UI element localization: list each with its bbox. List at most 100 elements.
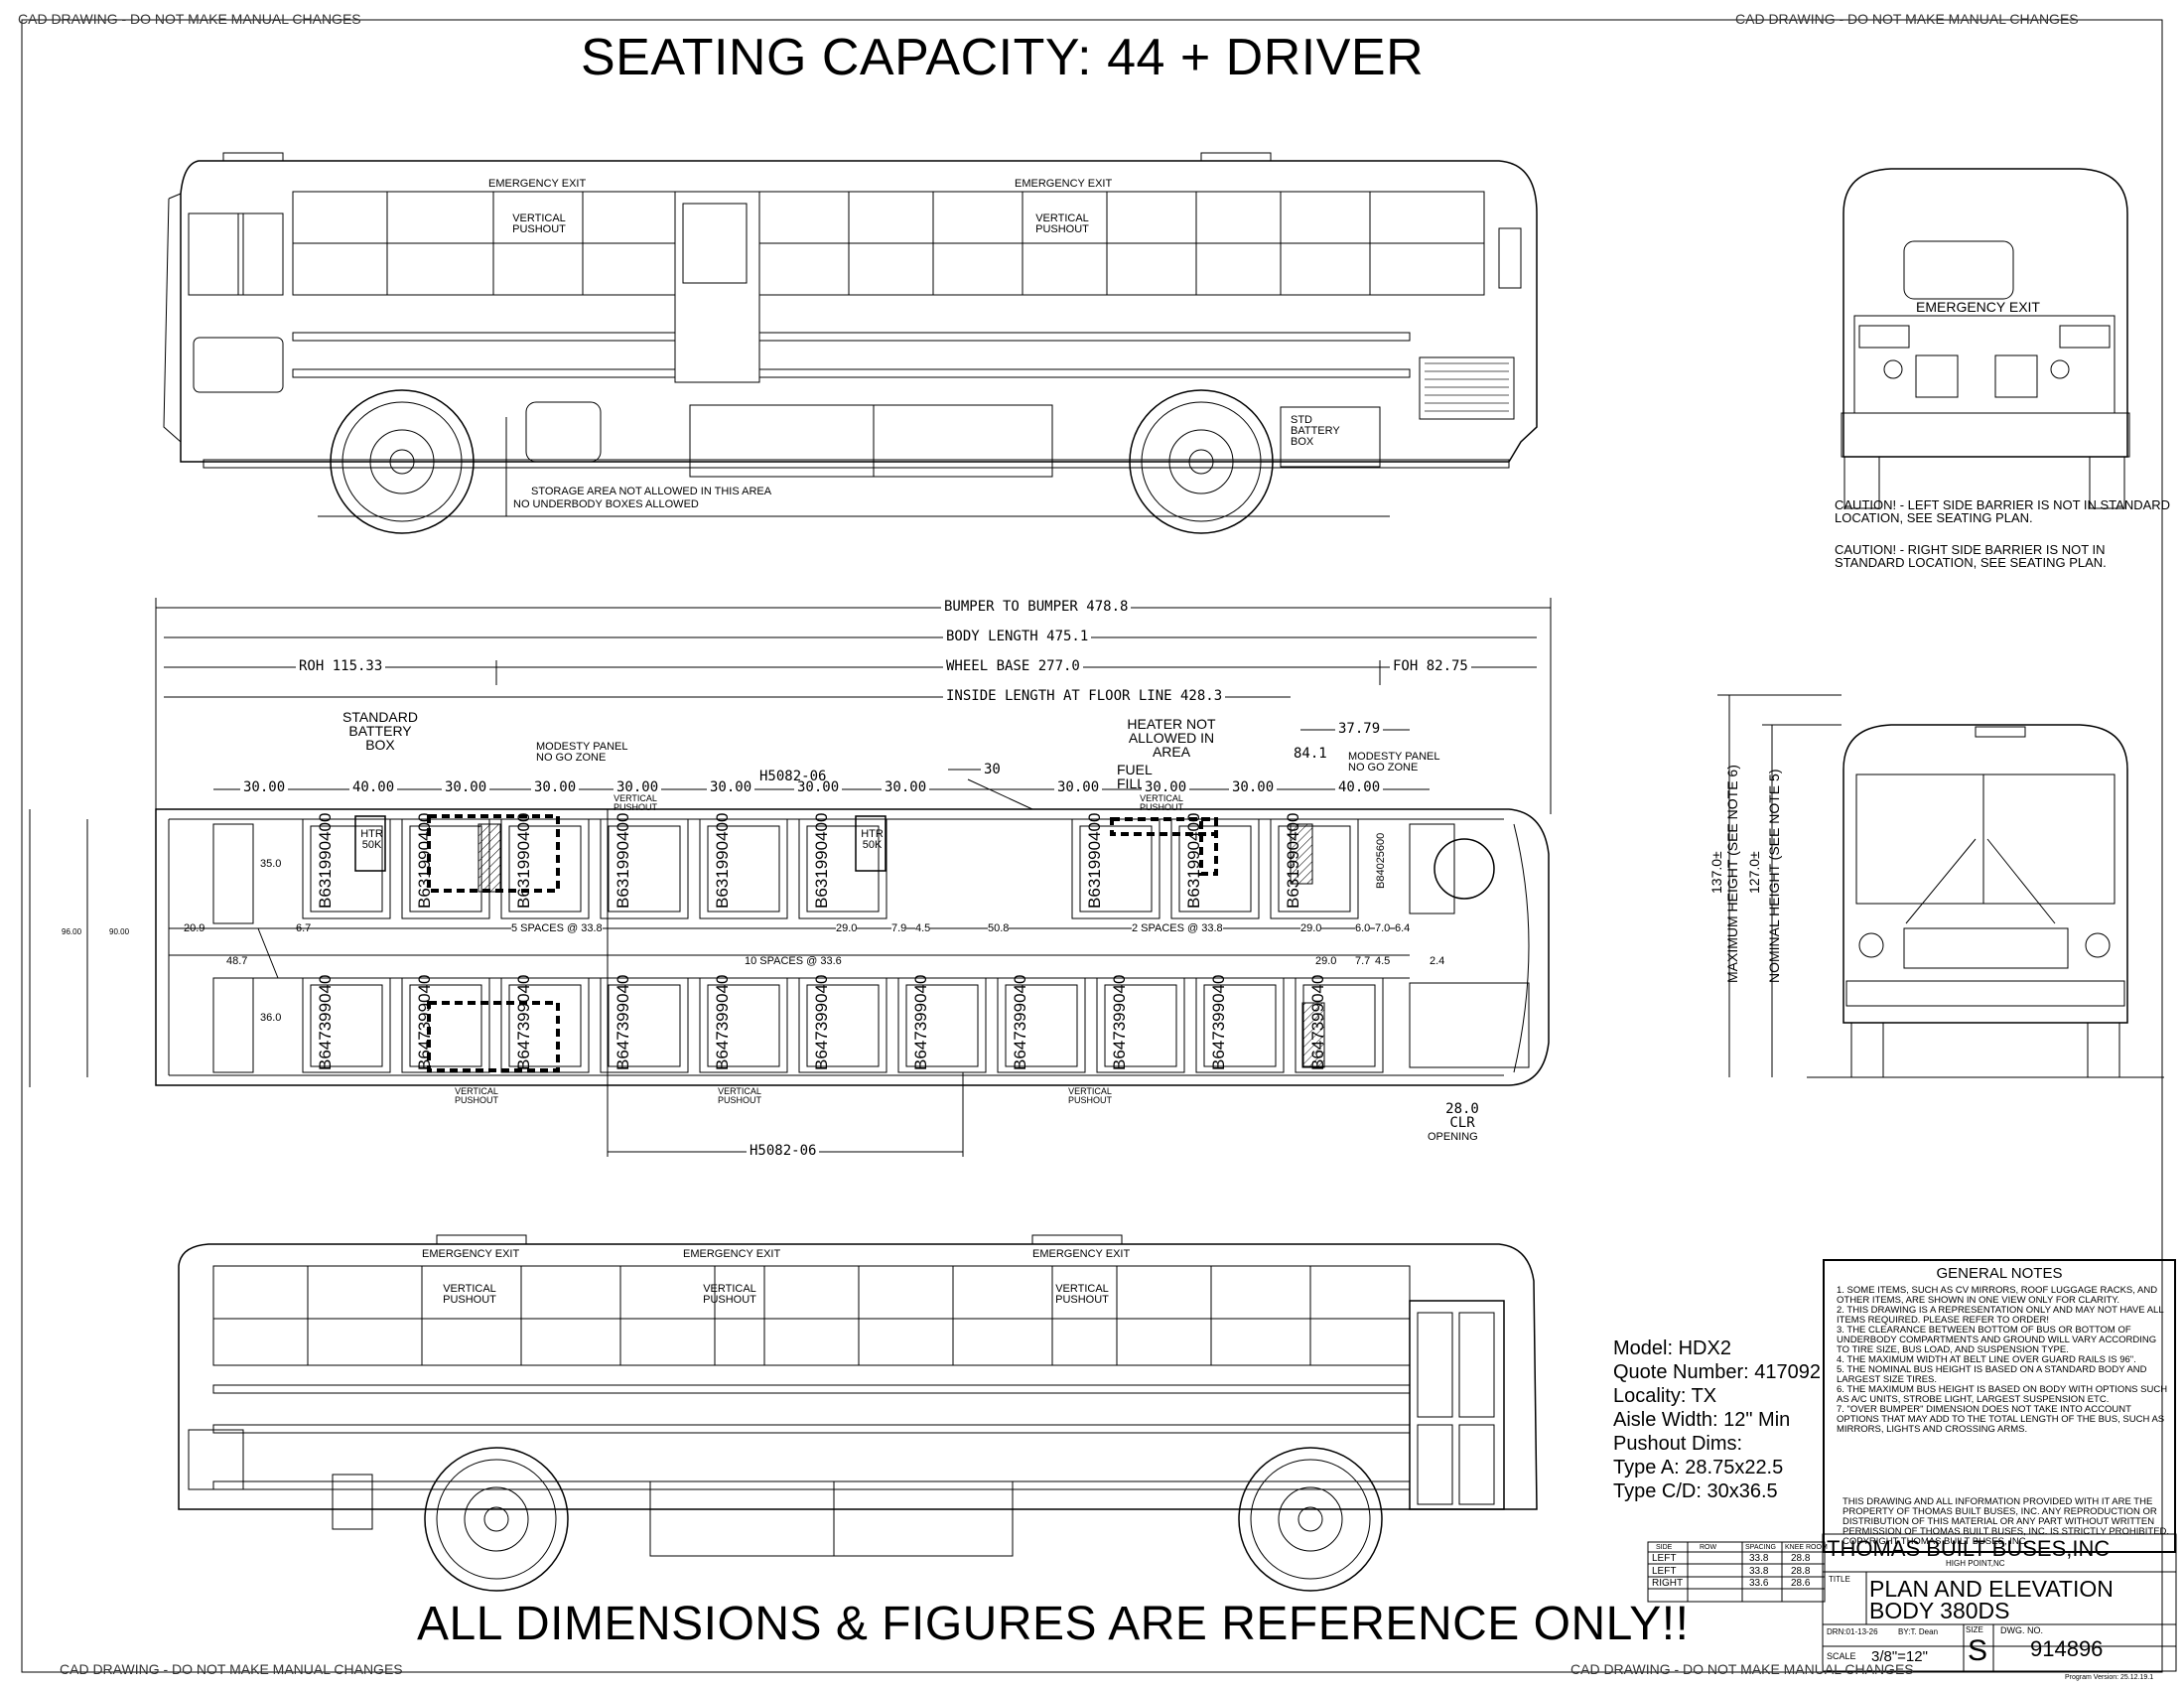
table-cell: 33.8 [1749,1553,1769,1564]
table-cell: 28.8 [1791,1553,1811,1564]
spec-model: Model: HDX2 [1613,1337,1731,1359]
door-opening-label: OPENING [1428,1131,1478,1143]
sheet-border [21,19,2163,1673]
spec-aisle: Aisle Width: 12" Min [1613,1409,1791,1431]
roh-dim: ROH 115.33 [296,659,386,673]
spacing-dim: 40.00 [1335,780,1384,794]
general-note: 2. THIS DRAWING IS A REPRESENTATION ONLY… [1837,1304,2164,1326]
table-header: KNEE ROOM [1785,1544,1828,1551]
left-dim: 20.9 [184,922,205,934]
spec-type-a: Type A: 28.75x22.5 [1613,1457,1784,1478]
row-spacing-label: 4.5 [915,922,931,934]
standard-battery-box-label: STANDARD BATTERY BOX [342,709,418,753]
row-spacing-label: 29.0 [1300,922,1322,934]
fuel-fill-label: FUEL FILL [1117,762,1153,791]
general-note: 3. THE CLEARANCE BETWEEN BOTTOM OF BUS O… [1837,1324,2157,1355]
emergency-exit-label: EMERGENCY EXIT [488,178,587,190]
spacing-dim: 30.00 [794,780,843,794]
drawing-title-2: BODY 380DS [1869,1598,2010,1623]
seat-code: B647399040 [1011,974,1029,1070]
table-header: ROW [1700,1544,1717,1551]
heater-label: HTR 50K [360,828,383,851]
dim-37-79: 37.79 [1335,722,1384,736]
door-clear-dim: 28.0 CLR [1439,1102,1485,1130]
row-spacing-label: 6.0 [1355,922,1371,934]
spec-pushout: Pushout Dims: [1613,1433,1743,1455]
spacing-dim: 30.00 [531,780,580,794]
seat-code: B647399040 [316,974,335,1070]
spacing-dim: 30.00 [614,780,662,794]
program-version: Program Version: 25.12.19.1 [2065,1674,2154,1681]
front-view [1807,724,2164,1078]
table-cell: 28.8 [1791,1566,1811,1577]
rear-emergency-exit-label: EMERGENCY EXIT [1916,299,2040,315]
top-side-elevation [163,152,1538,534]
height-127-value: 127.0± [1746,851,1762,894]
general-notes-list: 1. SOME ITEMS, SUCH AS CV MIRRORS, ROOF … [1837,1286,2168,1435]
row-spacing-label: 7.0 [1375,922,1391,934]
spacing-dim: 30.00 [707,780,755,794]
general-notes-footer: THIS DRAWING AND ALL INFORMATION PROVIDE… [1843,1496,2170,1548]
emergency-exit-label: EMERGENCY EXIT [683,1248,781,1260]
spacing-dim: 30.00 [442,780,490,794]
cad-banner-bottom-right: CAD DRAWING - DO NOT MAKE MANUAL CHANGES [1570,1661,1914,1677]
modesty-panel-right-label: MODESTY PANEL NO GO ZONE [1348,751,1440,774]
general-note: 5. THE NOMINAL BUS HEIGHT IS BASED ON A … [1837,1363,2147,1385]
h5082-top-label: H5082-06 [756,770,830,783]
table-cell: 28.6 [1791,1578,1811,1589]
table-header: SIDE [1656,1544,1673,1551]
spacing-dim: 30.00 [1142,780,1190,794]
row-spacing-label: 2.4 [1430,955,1445,967]
spacing-dim: 40.00 [349,780,398,794]
width-96-value: 96.00 [62,927,82,936]
dim-84-1: 84.1 [1291,747,1330,761]
plan-pushout-label: VERTICAL PUSHOUT [717,1086,761,1105]
seat-code: B631990400 [1085,812,1104,909]
modesty-panel-left-label: MODESTY PANEL NO GO ZONE [536,741,628,764]
table-cell: 33.6 [1749,1578,1769,1589]
seat-code: B631990400 [1184,812,1203,909]
spacing-dim: 30.00 [882,780,930,794]
plan-dimension-lines [29,598,1552,1157]
left-dim: 36.0 [260,1012,282,1024]
seat-code: B631990400 [812,812,831,909]
bottom-side-elevation [178,1234,1538,1592]
table-cell: LEFT [1652,1566,1677,1577]
bumper-to-bumper-dim: BUMPER TO BUMPER 478.8 [941,600,1132,614]
pushout-label: VERTICAL PUSHOUT [1055,1283,1109,1306]
left-dim: 35.0 [260,858,282,870]
dwg-number: 914896 [2030,1636,2104,1661]
caution-right-note: CAUTION! - RIGHT SIDE BARRIER IS NOT IN … [1835,542,2107,570]
table-header: SPACING [1745,1544,1776,1551]
seat-code: B647399040 [1209,974,1228,1070]
heater-label: HTR 50K [861,828,884,851]
general-notes-box: GENERAL NOTES 1. SOME ITEMS, SUCH AS CV … [1823,1259,2176,1553]
emergency-exit-label: EMERGENCY EXIT [1032,1248,1131,1260]
caution-left-note: CAUTION! - LEFT SIDE BARRIER IS NOT IN S… [1835,497,2171,525]
plan-seats-bottom [302,977,1384,1073]
seat-code: B631990400 [713,812,732,909]
plan-pushout-label: VERTICAL PUSHOUT [454,1086,498,1105]
storage-note: STORAGE AREA NOT ALLOWED IN THIS AREA [531,486,772,497]
size-value: S [1968,1634,1988,1667]
seat-code: B631990400 [514,812,533,909]
pushout-label: VERTICAL PUSHOUT [703,1283,756,1306]
general-note: 1. SOME ITEMS, SUCH AS CV MIRRORS, ROOF … [1837,1285,2158,1306]
maximum-height-label: MAXIMUM HEIGHT (SEE NOTE 6) [1724,765,1740,983]
seat-code: B647399040 [415,974,434,1070]
row-spacing-label: 7.7 [1355,955,1371,967]
seat-code: B631990400 [415,812,434,909]
pushout-label: VERTICAL PUSHOUT [1035,212,1089,235]
underbody-note: NO UNDERBODY BOXES ALLOWED [513,498,699,510]
table-cell: LEFT [1652,1553,1677,1564]
seat-code: B647399040 [1110,974,1129,1070]
left-dim: 48.7 [226,955,248,967]
table-cell: 33.8 [1749,1566,1769,1577]
general-note: 4. THE MAXIMUM WIDTH AT BELT LINE OVER G… [1837,1353,2136,1365]
seat-code: B647399040 [812,974,831,1070]
seat-code: B631990400 [316,812,335,909]
pushout-label: VERTICAL PUSHOUT [443,1283,496,1306]
cad-banner-top-right: CAD DRAWING - DO NOT MAKE MANUAL CHANGES [1735,11,2079,27]
